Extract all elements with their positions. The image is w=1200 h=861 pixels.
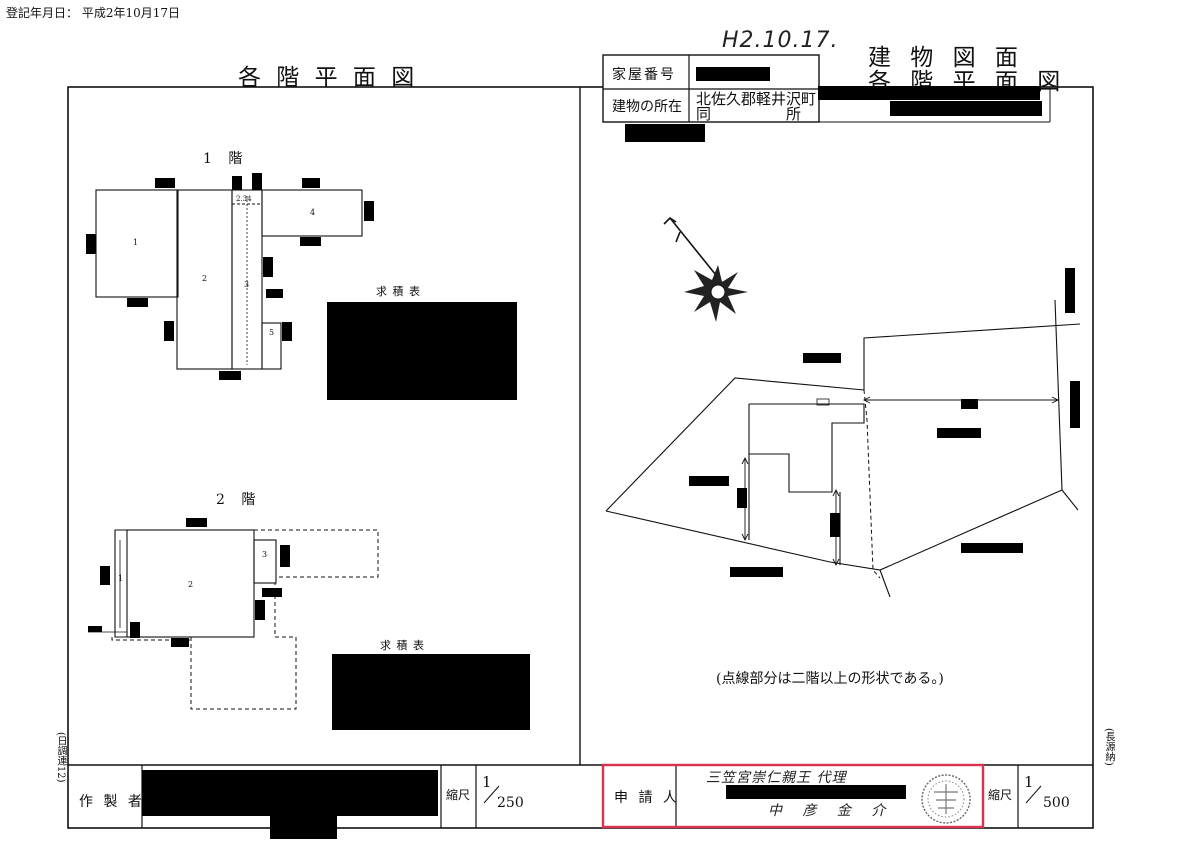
location-line2-b: 所 [786, 105, 802, 123]
redaction-site-b [803, 353, 841, 363]
scale-numerator-left: 1 [482, 773, 492, 791]
redaction-site-i [961, 543, 1023, 553]
floor1-room-2: 2 [202, 274, 208, 283]
redaction-site-g [737, 488, 747, 508]
location-line1: 北佐久郡軽井沢町 [696, 90, 817, 108]
redaction-f1-f [86, 234, 96, 254]
redaction-f1-j [127, 298, 148, 307]
redaction-f1-a [155, 178, 175, 188]
redaction-f2-area-table [332, 654, 530, 730]
redaction-header-extra [625, 124, 705, 142]
applicant-label: 申 請 人 [614, 790, 680, 806]
redaction-f2-d [262, 588, 282, 597]
floor2-room-3: 3 [262, 550, 268, 559]
location-label: 建物の所在 [612, 99, 682, 115]
redaction-f1-b [232, 176, 242, 190]
redaction-site-c [1070, 381, 1080, 428]
redaction-maker [142, 770, 438, 816]
side-note-right: (長源納) [1103, 728, 1114, 766]
floor1-title: 1 階 [203, 151, 249, 167]
redaction-location-2 [890, 101, 1042, 116]
handwritten-date: H2.10.17. [722, 28, 839, 53]
dotted-line-note: (点線部分は二階以上の形状である。) [716, 671, 944, 687]
redaction-site-j [730, 567, 783, 577]
redaction-f2-f [130, 622, 140, 638]
floor1-area-table-title: 求 積 表 [376, 285, 421, 298]
redaction-f1-i [266, 289, 283, 298]
scale-label-left: 縮尺 [446, 788, 471, 802]
floor1-room-4: 4 [310, 208, 316, 217]
scale-label-right: 縮尺 [988, 788, 1013, 802]
floor1-room-3: 3 [244, 280, 250, 289]
redaction-f2-c [100, 566, 110, 585]
redaction-f1-e [364, 201, 374, 221]
location-line2-a: 同 [696, 105, 712, 123]
redaction-f1-m [219, 371, 241, 380]
scale-denominator-left: 250 [497, 795, 524, 811]
redaction-f1-l [282, 322, 292, 341]
applicant-handwritten-line2: 中 彦 金 介 [768, 803, 894, 819]
floor2-area-table-title: 求 積 表 [380, 639, 425, 652]
applicant-handwritten-line1: 三笠宮崇仁親王 代理 [706, 770, 847, 786]
floor2-title: 2 階 [216, 492, 262, 508]
maker-label: 作 製 者 [79, 794, 145, 810]
floor1-room-1: 1 [133, 238, 139, 247]
redaction-site-d [961, 399, 978, 409]
scale-numerator-right: 1 [1024, 773, 1034, 791]
floor1-room-5: 5 [269, 328, 275, 337]
redaction-f2-e [255, 600, 265, 620]
floor2-room-1: 1 [118, 574, 124, 583]
seal-stamp-icon [921, 774, 971, 824]
redaction-f1-c [252, 173, 262, 190]
redaction-f1-k [164, 321, 174, 341]
registration-date: 登記年月日： 平成2年10月17日 [6, 6, 180, 20]
redaction-f2-h [171, 638, 189, 647]
redaction-maker-below [270, 812, 337, 839]
house-number-label: 家屋番号 [612, 67, 676, 83]
right-title-line1: 建 物 図 面 [868, 45, 1024, 71]
redaction-f1-d [302, 178, 320, 188]
redaction-site-f [689, 476, 729, 486]
left-title: 各 階 平 面 図 [238, 65, 419, 91]
redaction-house-number [696, 67, 770, 81]
redaction-f2-b [280, 545, 290, 567]
scale-denominator-right: 500 [1043, 795, 1070, 811]
redaction-location-1 [818, 86, 1040, 100]
side-note-left: (日調連12) [55, 732, 66, 783]
redaction-f2-a [186, 518, 207, 527]
redaction-f1-area-table [327, 302, 517, 400]
redaction-site-a [1065, 268, 1075, 313]
redaction-applicant [726, 785, 906, 799]
redaction-f1-g [300, 237, 321, 246]
redaction-site-e [937, 428, 981, 438]
north-arrow-icon [663, 216, 748, 322]
redaction-f2-g [88, 626, 102, 632]
redaction-f1-h [263, 257, 273, 277]
floor2-room-2: 2 [188, 580, 194, 589]
redaction-site-h [830, 513, 840, 537]
floor1-dimension: 2.34 [236, 195, 252, 203]
